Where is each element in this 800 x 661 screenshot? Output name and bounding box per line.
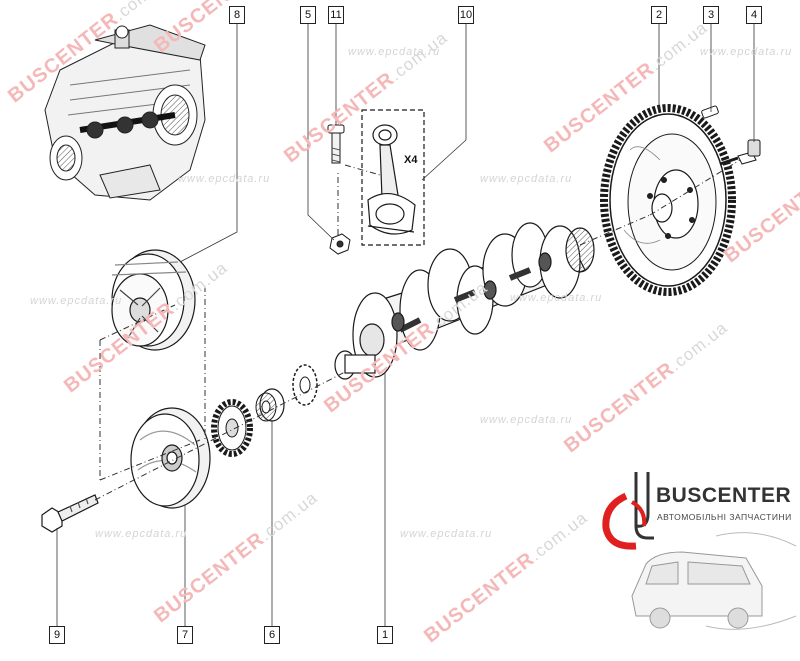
callout-3[interactable]: 3 <box>703 6 719 24</box>
callout-9[interactable]: 9 <box>49 626 65 644</box>
bearing <box>255 388 285 422</box>
crankshaft <box>334 222 595 380</box>
callout-1[interactable]: 1 <box>377 626 393 644</box>
callout-10[interactable]: 10 <box>458 6 474 24</box>
callout-8[interactable]: 8 <box>229 6 245 24</box>
buscenter-logo <box>602 472 797 630</box>
logo-brand-name: BUSCENTER <box>656 484 792 507</box>
timing-sprocket <box>211 399 253 457</box>
pulley-bolt <box>41 494 99 533</box>
callout-4[interactable]: 4 <box>746 6 762 24</box>
engine-overview-thumbnail <box>44 24 206 201</box>
callout-2[interactable]: 2 <box>651 6 667 24</box>
assembly-lines <box>94 159 741 501</box>
crankshaft-pulley <box>111 249 196 351</box>
torsional-damper <box>130 407 211 509</box>
leader-lines <box>56 23 755 628</box>
callout-11[interactable]: 11 <box>328 6 344 24</box>
callout-6[interactable]: 6 <box>264 626 280 644</box>
connecting-rod-bolt <box>327 124 345 164</box>
callout-7[interactable]: 7 <box>177 626 193 644</box>
flywheel-dowel <box>701 105 719 119</box>
quantity-x4-label: X4 <box>404 154 418 166</box>
connecting-rod <box>361 109 425 246</box>
callout-5[interactable]: 5 <box>300 6 316 24</box>
flywheel <box>600 104 736 296</box>
van-illustration <box>631 532 797 630</box>
connecting-rod-nut <box>329 233 351 255</box>
toothed-washer <box>292 364 318 406</box>
flywheel-bolt <box>719 139 761 166</box>
logo-tagline: АВТОМОБІЛЬНІ ЗАПЧАСТИНИ <box>657 512 792 522</box>
